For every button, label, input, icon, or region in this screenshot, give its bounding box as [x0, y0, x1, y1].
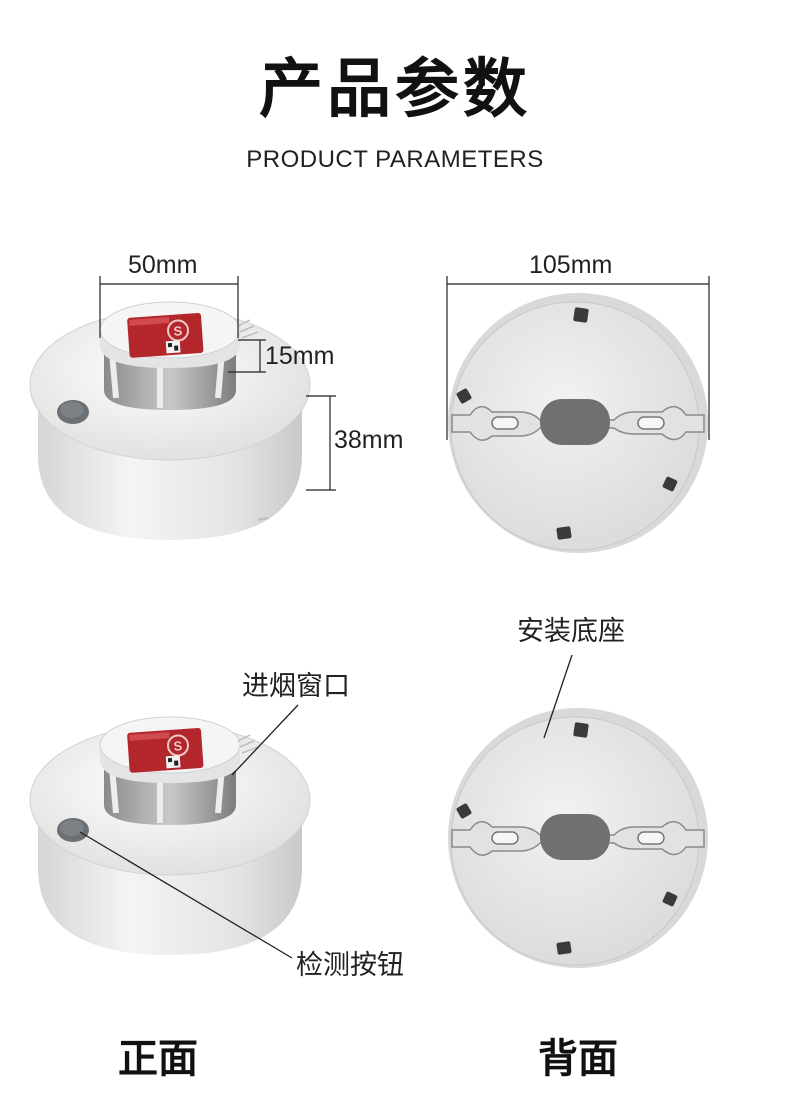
dimension-label-top-diameter: 50mm	[128, 251, 198, 279]
callout-test-button: 检测按钮	[296, 950, 404, 981]
svg-text:S: S	[173, 323, 183, 339]
detector-back-view-top	[448, 293, 708, 553]
callout-leader-lines	[79, 654, 573, 959]
caption-back: 背面	[538, 1036, 618, 1082]
detector-front-view-top: S	[29, 301, 311, 540]
detector-front-view-bottom: S	[29, 716, 311, 955]
page-subtitle: PRODUCT PARAMETERS	[246, 146, 544, 173]
detector-back-view-bottom	[448, 708, 708, 968]
callout-smoke-inlet: 进烟窗口	[242, 671, 350, 702]
callout-mounting-base: 安装底座	[517, 616, 625, 647]
dimension-label-base-diameter: 105mm	[529, 251, 613, 279]
dimension-label-chamber-height: 15mm	[265, 342, 335, 370]
caption-front: 正面	[118, 1036, 198, 1082]
dimension-lines-front	[99, 276, 336, 491]
dimension-label-body-height: 38mm	[334, 426, 404, 454]
svg-text:S: S	[173, 738, 183, 754]
page-title: 产品参数	[259, 53, 531, 127]
dimension-lines-back	[446, 276, 710, 440]
